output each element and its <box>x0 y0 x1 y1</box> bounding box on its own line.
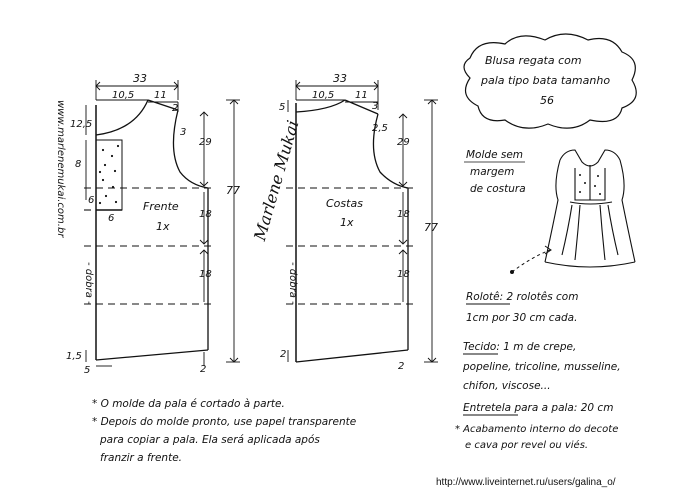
front-hem-offset: 5 <box>84 365 91 376</box>
tecido-line-3: chifon, viscose... <box>463 380 551 392</box>
footnote-1: * O molde da pala é cortado à parte. <box>92 398 285 410</box>
front-bust-depth: 18 <box>199 209 212 220</box>
back-neck-width: 10,5 <box>312 90 335 101</box>
back-panel-outline <box>295 99 409 363</box>
front-waist-depth: 18 <box>199 269 212 280</box>
title-line-2: pala tipo bata tamanho <box>481 74 611 87</box>
entretela-note: Entretela para a pala: 20 cm <box>463 402 614 414</box>
back-waist-depth: 18 <box>397 269 410 280</box>
front-dim-lines <box>85 80 240 367</box>
footnote-3: para copiar a pala. Ela será aplicada ap… <box>100 434 320 446</box>
front-total-length: 77 <box>226 184 240 197</box>
back-armhole-curve: 2,5 <box>372 123 388 134</box>
blouse-illustration <box>544 149 636 268</box>
back-panel-count: 1x <box>340 216 354 229</box>
back-shoulder-drop: 3 <box>372 101 379 112</box>
front-fold-label: - dobra - <box>83 262 94 305</box>
front-side-bottom: 2 <box>200 364 207 375</box>
website-vertical-label: www.marlenemukai.com.br <box>55 100 66 238</box>
front-panel-name: Frente <box>143 200 179 213</box>
note-no-seam-2: margem <box>470 166 515 178</box>
front-yoke-depth: 8 <box>75 159 82 170</box>
footnote-2: * Depois do molde pronto, use papel tran… <box>92 416 357 428</box>
tecido-line-2: popeline, tricoline, musseline, <box>463 361 621 373</box>
back-armhole-depth: 29 <box>397 137 410 148</box>
rolote-line-1: Rolotê: 2 rolotês com <box>466 291 579 303</box>
front-neck-width: 10,5 <box>112 90 135 101</box>
back-bust-depth: 18 <box>397 209 410 220</box>
title-line-1: Blusa regata com <box>485 54 582 67</box>
title-line-3: 56 <box>540 94 554 107</box>
back-total-length: 77 <box>424 221 438 234</box>
acabamento-line-1: * Acabamento interno do decote <box>455 424 619 435</box>
title-cloud <box>463 33 637 129</box>
front-yoke <box>96 139 123 211</box>
front-yoke-width: 6 <box>108 213 115 224</box>
back-side-bottom: 2 <box>398 361 405 372</box>
blouse-yoke-dots <box>579 174 601 195</box>
front-armhole-curve: 3 <box>180 127 187 138</box>
footnote-4: franzir a frente. <box>100 452 183 464</box>
front-shoulder: 11 <box>154 90 167 101</box>
front-yoke-height: 6 <box>88 195 95 206</box>
rolote-line-2: 1cm por 30 cm cada. <box>466 312 578 324</box>
back-shoulder: 11 <box>355 90 368 101</box>
front-hem-rise: 1,5 <box>66 351 82 362</box>
front-guide-lines <box>84 187 215 305</box>
back-guide-lines <box>286 187 414 305</box>
front-width-total: 33 <box>133 72 147 85</box>
note-no-seam-1: Molde sem <box>466 149 524 161</box>
back-neck-depth: 5 <box>279 102 286 113</box>
footer-url[interactable]: http://www.liveinternet.ru/users/galina_… <box>436 477 616 488</box>
front-panel-outline <box>95 99 209 361</box>
back-panel-name: Costas <box>326 197 363 210</box>
pointer-arrow <box>511 249 551 273</box>
tecido-line-1: Tecido: 1 m de crepe, <box>463 341 577 353</box>
front-neck-depth: 12,5 <box>70 119 93 130</box>
back-hem-rise: 2 <box>280 349 287 360</box>
note-no-seam-3: de costura <box>470 183 526 195</box>
acabamento-line-2: e cava por revel ou viés. <box>465 440 589 451</box>
back-width-total: 33 <box>333 72 347 85</box>
yoke-dots <box>98 144 120 205</box>
back-fold-label: - dobra - <box>287 262 298 305</box>
front-panel-count: 1x <box>156 220 170 233</box>
back-dim-lines <box>287 80 438 363</box>
front-shoulder-drop: 2 <box>172 103 179 114</box>
front-armhole-depth: 29 <box>199 137 212 148</box>
